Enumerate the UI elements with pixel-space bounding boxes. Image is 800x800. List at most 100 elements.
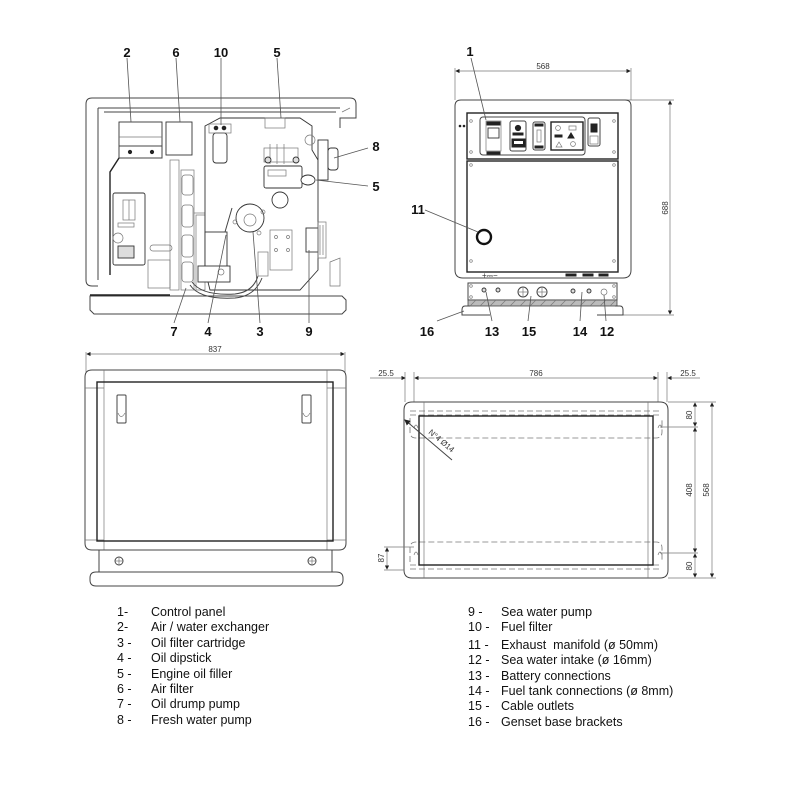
- engine-oil-filler-side: [300, 174, 316, 186]
- legend-label: Sea water intake (ø 16mm): [501, 653, 652, 668]
- legend-label: Battery connections: [501, 668, 611, 683]
- legend-item: 14 - Fuel tank connections (ø 8mm): [468, 684, 673, 699]
- legend-number: 7 -: [117, 697, 132, 712]
- power-switch[interactable]: [587, 117, 601, 147]
- lifting-handle-right[interactable]: [301, 394, 312, 424]
- legend-item: 2-Air / water exchanger: [117, 620, 269, 635]
- side-view-leaders: [126, 57, 369, 324]
- dim-hole-spacing: 786: [529, 369, 543, 378]
- legend-number: 5 -: [117, 666, 132, 681]
- key-switch[interactable]: [532, 121, 546, 151]
- front-view-leaders: [424, 57, 607, 322]
- exchanger-column: [169, 159, 180, 291]
- legend-number: 3 -: [117, 635, 132, 650]
- legend-item: 15 -Cable outlets: [468, 699, 673, 714]
- legend-number: 13 -: [468, 668, 490, 683]
- callout-12: 12: [600, 324, 614, 339]
- legend-item: 12 - Sea water intake (ø 16mm): [468, 653, 673, 668]
- legend-label: Air filter: [151, 682, 194, 697]
- front-view-callouts: 1 11 16 13 15 14 12: [411, 44, 614, 339]
- exhaust-outlet: [475, 228, 493, 246]
- legend-number: 9 -: [468, 605, 483, 619]
- fresh-water-pump: [317, 139, 329, 181]
- dim-front-height: 688: [661, 201, 670, 215]
- legend-number: 14 -: [468, 684, 490, 699]
- lifting-handle-left[interactable]: [116, 394, 127, 424]
- callout-10: 10: [214, 45, 228, 60]
- callout-9: 9: [305, 324, 312, 339]
- dim-bottom-margin: 80: [685, 561, 694, 570]
- legend-number: 4 -: [117, 651, 132, 666]
- legend-item: 16 -Genset base brackets: [468, 715, 673, 730]
- legend-item: 7 - Oil drump pump: [117, 697, 269, 712]
- side-view: [85, 97, 357, 315]
- battery-polarity-label: +⎓−: [482, 271, 498, 280]
- cable-outlet-1: [517, 286, 529, 298]
- control-panel-bezel: [479, 116, 586, 156]
- legend-number: 11 -: [468, 637, 489, 652]
- fuel-connection-2: [586, 288, 592, 294]
- drain-hose: [189, 277, 263, 299]
- callout-13: 13: [485, 324, 499, 339]
- legend-number: 12 -: [468, 653, 490, 668]
- mount-slot-br: [657, 551, 663, 556]
- circuit-breaker[interactable]: [485, 120, 502, 155]
- mount-slot-bl: [413, 551, 419, 556]
- side-frame-outer: [85, 97, 357, 287]
- legend-label: Fresh water pump: [151, 712, 252, 727]
- mount-slot-tr: [657, 424, 663, 429]
- rear-view: 837: [84, 345, 347, 587]
- dim-left-offset: 25.5: [378, 369, 394, 378]
- base-plate: [418, 415, 654, 566]
- callout-15: 15: [522, 324, 536, 339]
- callout-7: 7: [170, 324, 177, 339]
- legend-item: 4 - Oil dipstick: [117, 651, 269, 666]
- legend-item: 9 -Sea water pump: [468, 605, 673, 620]
- battery-terminal-positive: [481, 287, 487, 293]
- callout-8: 8: [372, 139, 379, 154]
- front-lower-panel: [466, 160, 619, 273]
- mount-slot-tl: [413, 424, 419, 429]
- rear-enclosure: [84, 369, 347, 551]
- side-view-callouts: 2 6 10 5 8 5 7 4 3 9: [123, 45, 379, 339]
- dim-top-margin: 80: [685, 410, 694, 419]
- rear-panel: [96, 381, 334, 542]
- callout-5-right: 5: [372, 179, 379, 194]
- cable-outlet-2: [536, 286, 548, 298]
- start-button[interactable]: [509, 120, 527, 152]
- dim-base-depth: 568: [702, 483, 711, 497]
- air-filter: [165, 121, 193, 156]
- legend-label: Oil drump pump: [151, 697, 240, 712]
- front-view: 568 688: [454, 62, 674, 316]
- callout-1: 1: [466, 44, 473, 59]
- callout-3: 3: [256, 324, 263, 339]
- dim-rear-width: 837: [208, 345, 222, 354]
- legend-number: 8 -: [117, 712, 132, 727]
- legend-item: 13 - Battery connections: [468, 669, 673, 684]
- legend-left: 1-Control panel 2-Air / water exchanger …: [117, 605, 269, 728]
- indicator-panel: [550, 121, 584, 151]
- legend-label: Cable outlets: [501, 699, 574, 714]
- injection-pump: [263, 165, 303, 189]
- legend-label: Engine oil filler: [151, 666, 233, 681]
- front-base-rail: [467, 299, 618, 307]
- callout-16: 16: [420, 324, 434, 339]
- legend-label: Genset base brackets: [501, 714, 623, 729]
- legend-label: Exhaust manifold (ø 50mm): [501, 637, 658, 652]
- callout-5-top: 5: [273, 45, 280, 60]
- legend-right: 9 -Sea water pump 10 -Fuel filter 11 -Ex…: [468, 605, 673, 730]
- sea-water-pump: [305, 227, 319, 253]
- legend-label: Fuel tank connections (ø 8mm): [501, 684, 674, 699]
- legend-label: Fuel filter: [501, 620, 553, 635]
- legend-item: 1-Control panel: [117, 605, 269, 620]
- fuel-filter: [212, 132, 228, 164]
- legend-label: Oil dipstick: [151, 651, 212, 666]
- callout-4: 4: [204, 324, 212, 339]
- base-frame: [403, 401, 669, 579]
- base-bolt-left: [114, 556, 124, 566]
- engine-oil-filler-top: [264, 117, 286, 129]
- oil-dipstick: [224, 207, 233, 233]
- legend-item: 5 - Engine oil filler: [117, 667, 269, 682]
- dim-mid-spacing: 408: [685, 483, 694, 497]
- front-enclosure: [454, 99, 632, 279]
